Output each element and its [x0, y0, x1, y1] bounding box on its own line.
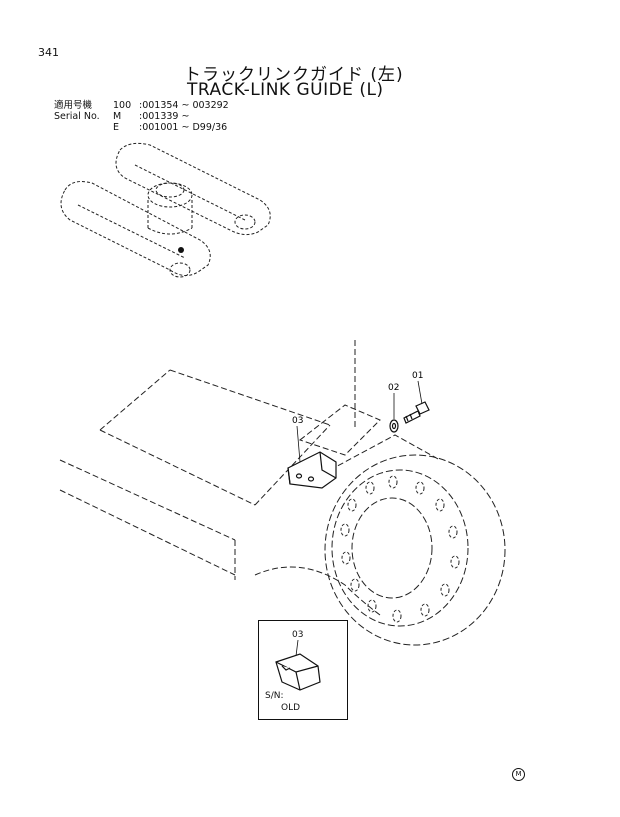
corner-m-mark: M	[512, 768, 525, 781]
guide-location-marker	[178, 247, 184, 253]
washer-part	[389, 419, 399, 433]
serial-range: :001354 ~ 003292	[139, 100, 229, 111]
serial-prefix: E	[113, 122, 120, 133]
callout-washer: 02	[388, 383, 399, 393]
serial-label-english: Serial No.	[54, 111, 100, 122]
serial-prefix: 100	[113, 100, 132, 111]
track-link-guide-part	[287, 451, 337, 489]
serial-prefix: M	[113, 111, 122, 122]
track-frame-outline	[59, 340, 441, 616]
leader-lines	[295, 380, 423, 657]
callout-inset-guide: 03	[292, 630, 304, 640]
serial-range: :001339 ~	[139, 111, 190, 122]
title-japanese: トラックリンクガイド (左)	[184, 65, 404, 85]
serial-range: :001001 ~ D99/36	[139, 122, 228, 133]
callout-bolt: 01	[412, 371, 423, 381]
bolt-part	[403, 401, 430, 424]
old-version-inset	[258, 620, 348, 720]
wheel-bolt-holes	[340, 475, 460, 623]
page-number: 341	[38, 46, 59, 59]
title-english: TRACK-LINK GUIDE (L)	[187, 80, 384, 100]
callout-guide: 03	[292, 416, 303, 426]
idler-wheel	[324, 454, 506, 646]
inset-serial-label: S/N:	[265, 691, 284, 701]
inset-old-label: OLD	[281, 703, 301, 713]
serial-label-japanese: 適用号機	[54, 100, 93, 111]
undercarriage-locator-sketch	[60, 142, 271, 278]
old-guide-part	[275, 653, 321, 691]
